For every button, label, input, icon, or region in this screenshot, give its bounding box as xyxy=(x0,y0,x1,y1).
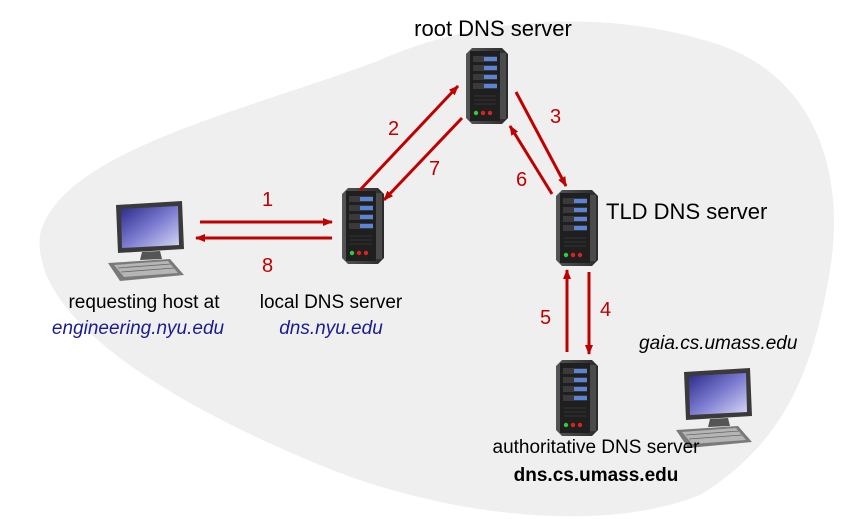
auth-server-name: dns.cs.umass.edu xyxy=(513,465,679,486)
tld-server-label: TLD DNS server xyxy=(606,199,768,224)
background-blob xyxy=(39,21,835,517)
requesting-host-name: engineering.nyu.edu xyxy=(51,318,225,339)
arrow-step-6 xyxy=(508,125,554,195)
arrow-step-7 xyxy=(382,116,464,202)
root-server-icon xyxy=(465,47,509,125)
remote-host-icon xyxy=(675,367,753,449)
step-8-label: 8 xyxy=(262,255,274,277)
remote-host-name: gaia.cs.umass.edu xyxy=(639,333,798,354)
step-6-label: 6 xyxy=(516,169,528,191)
step-4-label: 4 xyxy=(600,299,612,321)
local-server-icon xyxy=(341,187,385,265)
arrow-step-3 xyxy=(514,91,568,187)
step-5-label: 5 xyxy=(540,307,552,329)
step-7-label: 7 xyxy=(429,158,441,180)
arrow-step-2 xyxy=(358,84,460,192)
tld-server-icon xyxy=(555,189,599,267)
step-3-label: 3 xyxy=(550,106,562,128)
step-1-label: 1 xyxy=(262,189,274,211)
authoritative-server-icon xyxy=(555,359,599,437)
requesting-host-icon xyxy=(107,200,185,282)
local-server-title: local DNS server xyxy=(259,292,403,313)
root-server-label: root DNS server xyxy=(414,16,572,41)
auth-server-title: authoritative DNS server xyxy=(492,437,700,458)
local-server-name: dns.nyu.edu xyxy=(279,318,383,339)
step-2-label: 2 xyxy=(388,118,400,140)
requesting-host-title: requesting host at xyxy=(68,292,220,313)
